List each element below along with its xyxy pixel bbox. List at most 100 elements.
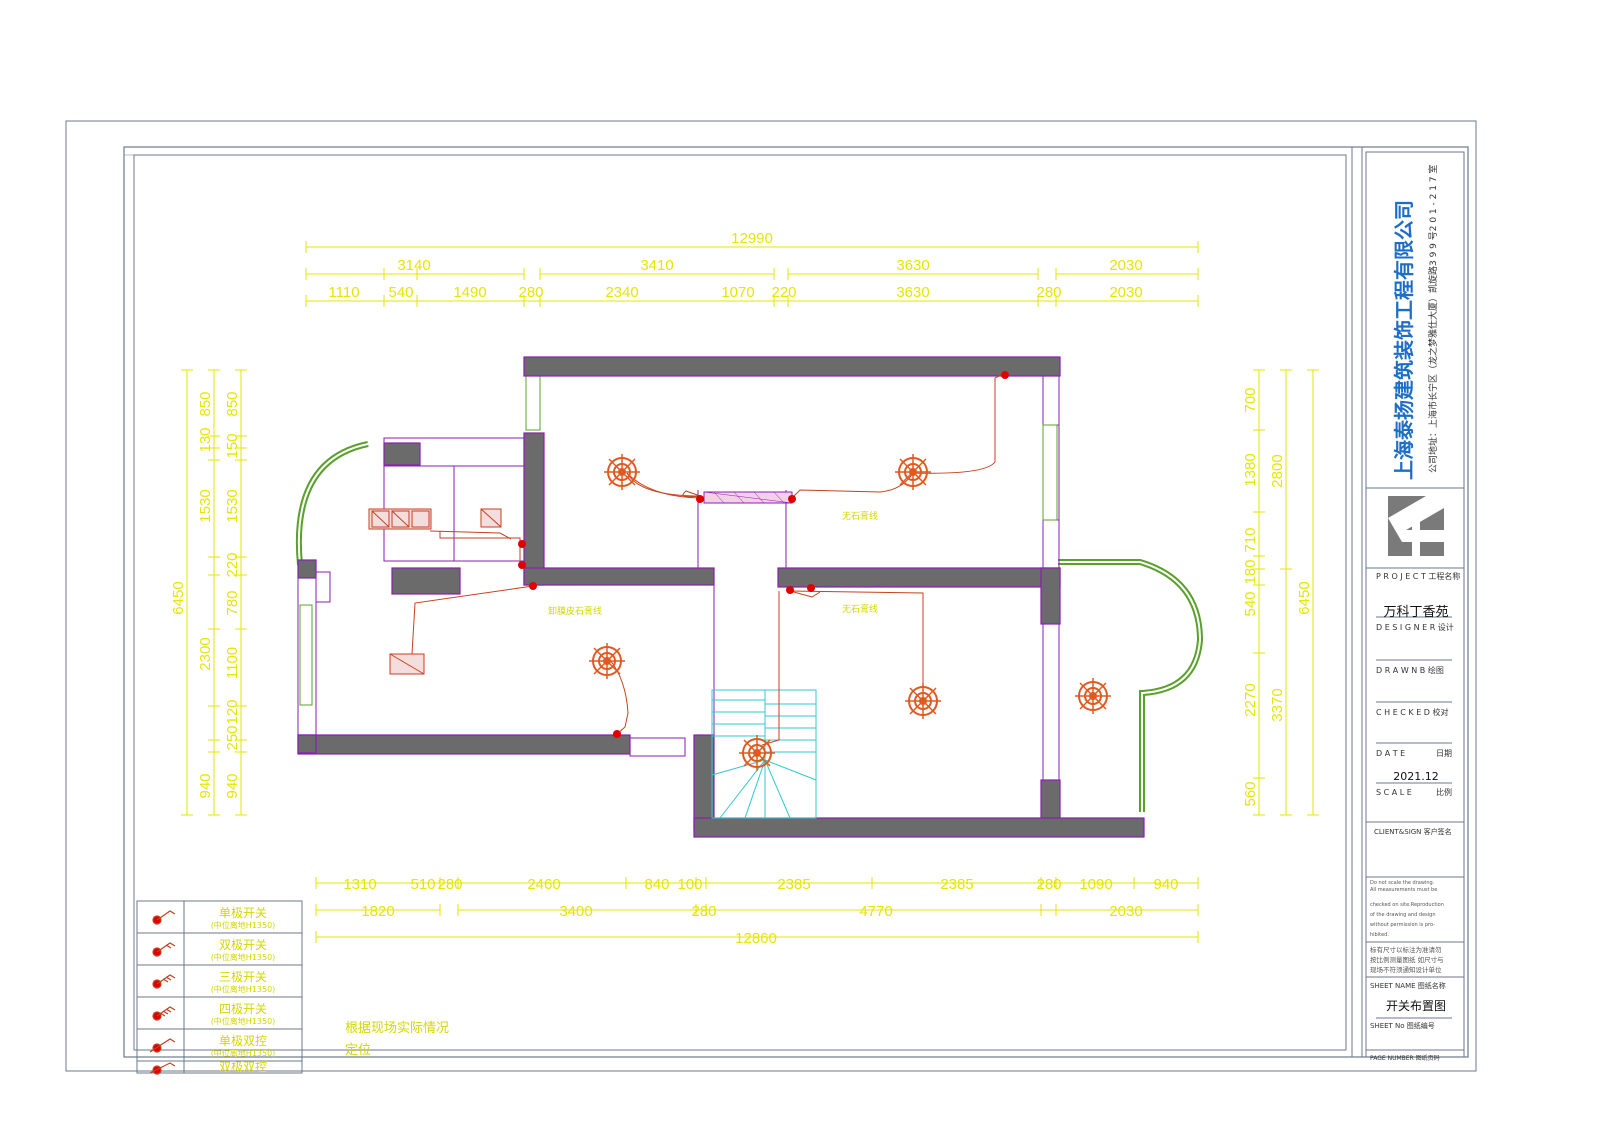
designer-label: D E S I G N E R 设计 bbox=[1376, 622, 1454, 632]
dim-top-r3-8: 280 bbox=[1036, 284, 1061, 301]
disclaimer-cn-2: 现场不符须通知设计单位 bbox=[1370, 965, 1442, 974]
dim-bot-overall: 12860 bbox=[735, 930, 777, 947]
bedroom1-wiring-note: 无石膏线 bbox=[842, 510, 878, 522]
legend-note-line-0: 根据现场实际情况 bbox=[345, 1021, 449, 1036]
dim-top-r2-2: 3630 bbox=[896, 257, 929, 274]
dim-left-inner-0: 850 bbox=[224, 391, 241, 416]
quad-switch-icon bbox=[152, 1006, 176, 1021]
dim-bot-r1-8: 280 bbox=[1036, 876, 1061, 893]
dim-bot-r1-5: 100 bbox=[677, 876, 702, 893]
client-label: CLIENT&SIGN 客户签名 bbox=[1374, 827, 1452, 836]
ceiling-light-icon bbox=[905, 683, 941, 719]
dim-top-overall: 12990 bbox=[731, 230, 773, 247]
dim-left-outer-1: 1530 bbox=[197, 489, 214, 522]
legend-item-3-name: 四极开关 bbox=[219, 1002, 267, 1016]
company-address: 公司地址：上海市长宁区（龙之梦雅仕大厦）凯旋路3 9 9 号2 0 1 - 2 … bbox=[1427, 165, 1439, 473]
disclaimer-en-2: checked on site.Reproduction bbox=[1370, 902, 1444, 908]
dim-bot-r1-0: 1310 bbox=[343, 876, 376, 893]
dim-left-inner-2: 150 bbox=[224, 433, 241, 458]
company-name: 上海泰扬建筑装饰工程有限公司 bbox=[1392, 200, 1416, 480]
switch-legend: 单极开关 (中位离地H1350) 双极开关 (中位离地H1350) 三极开关 (… bbox=[136, 900, 449, 1075]
ceiling-light-icon bbox=[739, 735, 775, 771]
dim-right-overall: 6450 bbox=[1296, 581, 1313, 614]
dim-left-inner-1: 130 bbox=[197, 427, 214, 452]
dim-left-inner-7: 120 bbox=[224, 699, 241, 724]
dim-bot-r1-10: 940 bbox=[1153, 876, 1178, 893]
sheet-title: 开关布置图 bbox=[1386, 999, 1446, 1013]
sheet-title-label: SHEET NAME 图纸名称 bbox=[1370, 981, 1446, 990]
dim-bot-r2-0: 1820 bbox=[361, 903, 394, 920]
triple-switch-icon bbox=[152, 974, 176, 989]
dim-left-inner-9: 940 bbox=[224, 773, 241, 798]
legend-item-4-note: (中位离地H1350) bbox=[211, 1048, 276, 1058]
disclaimer-en-1: All measurements must be bbox=[1370, 887, 1437, 893]
title-block: 上海泰扬建筑装饰工程有限公司 公司地址：上海市长宁区（龙之梦雅仕大厦）凯旋路3 … bbox=[1365, 151, 1465, 1062]
bay-window-left bbox=[295, 441, 369, 566]
floor-plan: 卸膜皮石膏线 无石膏线 无石膏线 bbox=[295, 356, 1204, 838]
dim-top-r3-1: 540 bbox=[388, 284, 413, 301]
switch-points bbox=[518, 371, 1009, 738]
legend-item-0-note: (中位离地H1350) bbox=[211, 920, 276, 930]
legend-item-4-name: 单极双控 bbox=[219, 1034, 267, 1048]
dim-right-inner-3: 180 bbox=[1242, 559, 1259, 584]
project-name: 万科丁香苑 bbox=[1383, 605, 1448, 620]
dim-left-inner-6: 1100 bbox=[224, 647, 241, 679]
ceiling-light-fixtures bbox=[589, 454, 1111, 771]
dim-top-r3-7: 3630 bbox=[896, 284, 929, 301]
ceiling-light-icon bbox=[1075, 678, 1111, 714]
drawn-label: D R A W N B 绘图 bbox=[1376, 665, 1444, 675]
disclaimer-cn-0: 标有尺寸以标注为准请勿 bbox=[1370, 945, 1442, 954]
single-switch-icon bbox=[152, 910, 176, 925]
dim-top-r3-2: 1490 bbox=[453, 284, 486, 301]
dim-bot-r1-3: 2460 bbox=[527, 876, 560, 893]
switch-wiring bbox=[411, 372, 1006, 746]
dim-bot-r1-4: 840 bbox=[644, 876, 669, 893]
dim-right-inner-5: 2270 bbox=[1242, 683, 1259, 716]
dim-left-outer-0: 850 bbox=[197, 391, 214, 416]
dim-top-r3-9: 2030 bbox=[1109, 284, 1142, 301]
dim-right-outer-1: 3370 bbox=[1269, 688, 1286, 721]
dim-top-r3-4: 2340 bbox=[605, 284, 638, 301]
ceiling-light-icon bbox=[895, 454, 931, 490]
page-no-label: PAGE NUMBER 图纸页码 bbox=[1370, 1054, 1440, 1062]
ceiling-light-icon bbox=[604, 454, 640, 490]
dim-bot-r1-7: 2385 bbox=[940, 876, 973, 893]
dim-left-overall: 6450 bbox=[170, 581, 187, 614]
legend-item-3-note: (中位离地H1350) bbox=[211, 1016, 276, 1026]
dim-bot-r1-1: 510 bbox=[410, 876, 435, 893]
dim-bot-r1-9: 1090 bbox=[1079, 876, 1112, 893]
scale-label-cn: 比例 bbox=[1436, 787, 1452, 797]
dim-left-outer-3: 940 bbox=[197, 773, 214, 798]
dim-right-outer-0: 2800 bbox=[1269, 454, 1286, 487]
dim-top-r2-1: 3410 bbox=[640, 257, 673, 274]
legend-item-5-name: 双极双控 bbox=[219, 1060, 267, 1074]
dim-bot-r2-1: 3400 bbox=[559, 903, 592, 920]
ceiling-light-icon bbox=[589, 643, 625, 679]
disclaimer-en-0: Do not scale the drawing. bbox=[1370, 880, 1435, 886]
sheet-no-label: SHEET No 图纸编号 bbox=[1370, 1021, 1435, 1030]
dim-top-r2-3: 2030 bbox=[1109, 257, 1142, 274]
dim-right-inner-6: 560 bbox=[1242, 781, 1259, 806]
dim-bot-r2-3: 4770 bbox=[859, 903, 892, 920]
dim-top-r3-5: 1070 bbox=[721, 284, 754, 301]
dim-top-r3-0: 1110 bbox=[328, 284, 359, 301]
dim-left-inner-4: 220 bbox=[224, 552, 241, 577]
dim-right-inner-2: 710 bbox=[1242, 527, 1259, 552]
disclaimer-cn-1: 按比例测量图纸 如尺寸与 bbox=[1370, 955, 1444, 964]
dim-right-inner-0: 700 bbox=[1242, 387, 1259, 412]
legend-item-0-name: 单极开关 bbox=[219, 906, 267, 920]
dim-left-outer-2: 2300 bbox=[197, 637, 214, 670]
date-label-cn: 日期 bbox=[1436, 749, 1452, 758]
dim-bot-r2-2: 280 bbox=[691, 903, 716, 920]
walls bbox=[297, 356, 1145, 838]
date-label: D A T E bbox=[1376, 749, 1405, 758]
checked-label: C H E C K E D 校对 bbox=[1376, 707, 1449, 717]
drawing-frame bbox=[65, 120, 1477, 1072]
double-two-way-switch-icon bbox=[149, 1062, 176, 1075]
dim-right-inner-4: 540 bbox=[1242, 591, 1259, 616]
dimension-lines bbox=[181, 241, 1319, 943]
kitchen-fixtures bbox=[368, 508, 502, 675]
scale-label: S C A L E bbox=[1376, 788, 1412, 797]
dim-right-inner-1: 1380 bbox=[1242, 453, 1259, 486]
